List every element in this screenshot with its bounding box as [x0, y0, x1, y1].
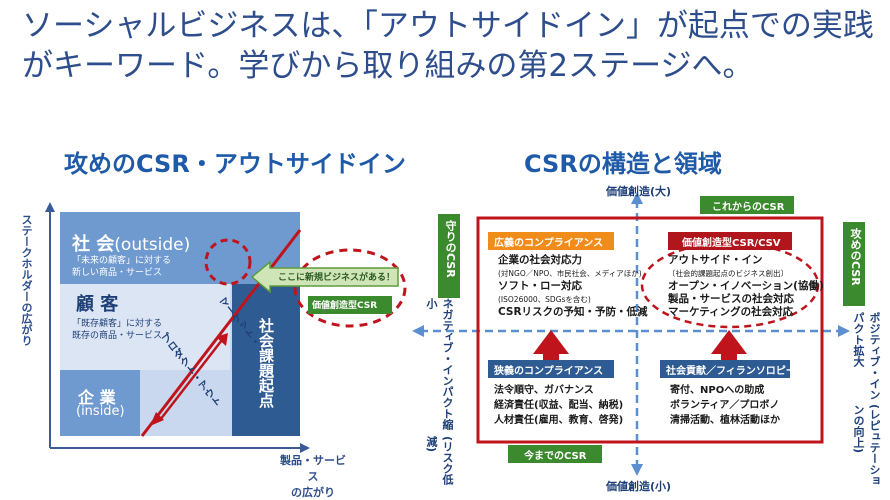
- q4-line: ボランティア／プロボノ: [670, 400, 780, 411]
- q3-line: 経済責任(収益、配当、納税): [494, 400, 624, 411]
- left-axis-line1: ネガティブ・インパクト縮小: [425, 298, 454, 430]
- value-csr-label: 価値創造型CSR: [312, 301, 378, 311]
- q2-line: 〔社会的課題起点のビジネス創出〕: [668, 269, 788, 278]
- q2-title: 価値創造型CSR/CSV: [682, 238, 781, 249]
- q2-line: 製品・サービスの社会対応: [668, 293, 794, 305]
- customer-note: 「既存顧客」に対する 既存の商品・サービス: [72, 318, 162, 342]
- company-title: 企 業: [78, 388, 116, 407]
- social-issue-label: 社会課題起点: [257, 318, 275, 408]
- right-axis-line1: ポジティブ・インパクト拡大: [852, 312, 881, 400]
- q4-line: 寄付、NPOへの助成: [670, 385, 765, 396]
- left-heading: 攻めのCSR・アウトサイドイン: [64, 150, 406, 178]
- company-sub: (inside): [76, 404, 125, 419]
- left-axis-label: ネガティブ・インパクト縮小 (リスク低減): [423, 298, 455, 498]
- past-csr-label: 今までのCSR: [524, 451, 587, 462]
- q1-line: (ISO26000、SDGsを含む): [498, 295, 591, 304]
- q2-line: マーケティングの社会対応: [668, 306, 794, 318]
- slide-title: ソーシャルビジネスは、「アウトサイドイン」が起点での実践がキーワード。学びから取…: [22, 8, 874, 84]
- society-sub: (outside): [114, 235, 191, 255]
- right-heading: CSRの構造と領域: [524, 150, 722, 178]
- new-business-callout: ここに新規ビジネスがある！: [278, 273, 396, 283]
- q2-line: アウトサイド・イン: [668, 254, 763, 266]
- left-axis-line2: (リスク低減): [425, 436, 454, 486]
- society-note1: 「未来の顧客」に対する: [72, 256, 172, 266]
- offensive-csr-label: 攻めのCSR: [849, 228, 862, 286]
- right-axis-line2: (レピュテーションの向上): [852, 404, 881, 487]
- bottom-axis-label: 価値創造(小): [606, 480, 672, 493]
- right-axis-label: ポジティブ・インパクト拡大 (レピュテーションの向上): [850, 312, 882, 487]
- q1-line: CSRリスクの予知・予防・低減: [498, 306, 648, 318]
- q3-content: 法令順守、ガバナンス 経済責任(収益、配当、納税) 人材責任(雇用、教育、啓発): [494, 383, 623, 428]
- society-note2: 新しい商品・サービス: [72, 268, 163, 278]
- q4-line: 清掃活動、植林活動ほか: [670, 415, 780, 426]
- q2-line: オープン・イノベーション(協働): [668, 280, 824, 292]
- society-title: 社 会(outside): [72, 230, 190, 256]
- q3-line: 人材責任(雇用、教育、啓発): [494, 415, 624, 426]
- q1-line: 企業の社会対応力: [498, 254, 582, 266]
- q4-title: 社会貢献／フィランソロピー: [666, 366, 796, 377]
- customer-title: 顧 客: [76, 294, 119, 315]
- q3-line: 法令順守、ガバナンス: [494, 385, 594, 396]
- customer-note1: 「既存顧客」に対する: [72, 319, 163, 329]
- x-axis-line1: 製品・サービス: [280, 454, 346, 483]
- q3-title: 狭義のコンプライアンス: [494, 366, 604, 377]
- future-csr-label: これからのCSR: [712, 202, 785, 213]
- society-title-text: 社 会: [72, 234, 115, 255]
- society-note: 「未来の顧客」に対する 新しい商品・サービス: [72, 255, 171, 279]
- q1-line: (対NGO／NPO、市民社会、メディアほか): [498, 269, 642, 278]
- q1-content: 企業の社会対応力 (対NGO／NPO、市民社会、メディアほか) ソフト・ロー対応…: [498, 254, 648, 319]
- left-y-axis-label: ステークホルダーの広がり: [20, 214, 33, 346]
- q2-content: アウトサイド・イン 〔社会的課題起点のビジネス創出〕 オープン・イノベーション(…: [668, 254, 824, 319]
- q1-title: 広義のコンプライアンス: [494, 238, 604, 249]
- defensive-csr-label: 守りのCSR: [444, 220, 457, 278]
- customer-note2: 既存の商品・サービス: [72, 331, 163, 341]
- top-axis-label: 価値創造(大): [606, 185, 672, 198]
- q4-content: 寄付、NPOへの助成 ボランティア／プロボノ 清掃活動、植林活動ほか: [670, 383, 780, 428]
- q1-line: ソフト・ロー対応: [498, 280, 582, 292]
